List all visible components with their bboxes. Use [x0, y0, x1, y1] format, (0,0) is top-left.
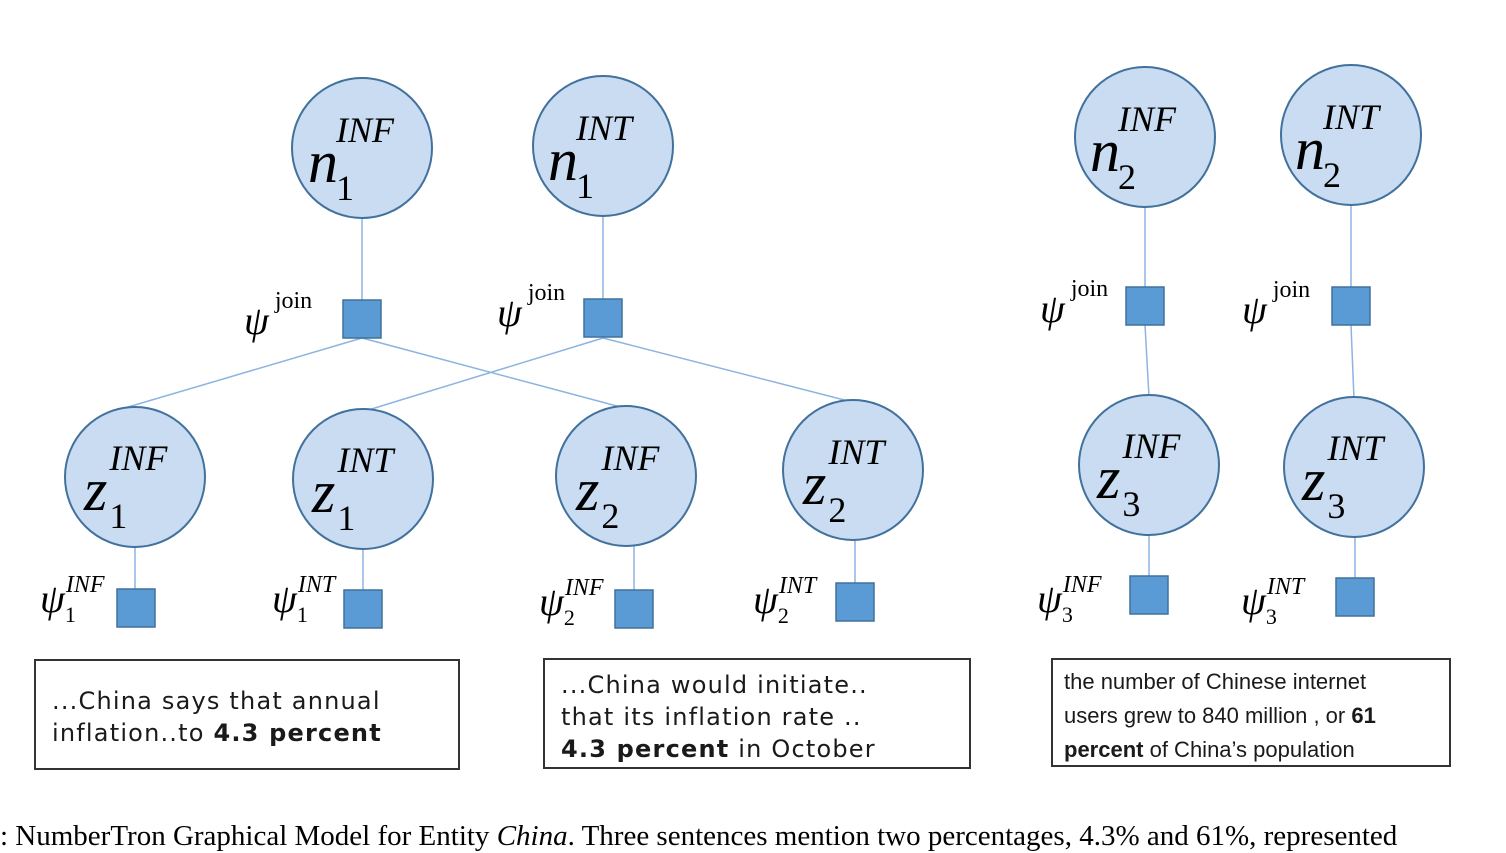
- svg-text:ψ2INT: ψ2INT: [753, 573, 818, 628]
- factor-psi1-int: ψ1INT: [272, 572, 383, 629]
- sentence-2-line-3: in October: [729, 735, 876, 763]
- sentence-3-line-3: of China’s population: [1143, 737, 1355, 762]
- sentence-2-line-1: ...China would initiate..: [561, 671, 868, 699]
- node-n2-inf: n2INF: [1074, 66, 1216, 208]
- edge-join4-z3int: [1350, 324, 1355, 400]
- svg-text:z3INF: z3INF: [1096, 426, 1181, 524]
- sentence-1-line-1: ...China says that annual: [52, 687, 381, 715]
- node-z1-int: z1INT: [292, 408, 434, 550]
- svg-text:n2INT: n2INT: [1295, 97, 1382, 195]
- edge-join2-z1int: [364, 337, 604, 412]
- svg-text:z2INT: z2INT: [802, 432, 887, 530]
- svg-text:ψ3INT: ψ3INT: [1241, 574, 1306, 629]
- caption-entity: China: [496, 820, 568, 852]
- edges: [117, 204, 1356, 590]
- figure-caption: : NumberTron Graphical Model for Entity …: [0, 820, 1506, 853]
- caption-suffix: . Three sentences mention two percentage…: [567, 820, 1398, 852]
- node-n1-inf: n1INF: [291, 77, 433, 219]
- factor-psi2-inf: ψ2INF: [539, 575, 654, 630]
- sentence-box-1: ...China says that annual inflation..to …: [34, 659, 460, 770]
- edge-join1-z2inf: [361, 337, 629, 410]
- node-z1-inf: z1INF: [64, 406, 206, 548]
- svg-text:n1INT: n1INT: [548, 108, 635, 206]
- factor-psi2-int: ψ2INT: [753, 573, 875, 628]
- edge-join1-z1inf: [117, 337, 363, 411]
- factor-psi3-int: ψ3INT: [1241, 574, 1375, 629]
- node-z2-inf: z2INF: [555, 405, 697, 547]
- sentence-2-number: 4.3 percent: [561, 735, 730, 763]
- svg-text:z1INF: z1INF: [83, 438, 168, 536]
- svg-text:n2INF: n2INF: [1090, 99, 1177, 197]
- factor-psi3-inf: ψ3INF: [1037, 572, 1169, 627]
- svg-text:z1INT: z1INT: [311, 440, 396, 538]
- svg-text:ψ2INF: ψ2INF: [539, 575, 604, 630]
- sentence-box-3: the number of Chinese internet users gre…: [1051, 658, 1451, 767]
- sentence-3-line-2: users grew to 840 million , or: [1064, 703, 1352, 728]
- sentence-3-number: 61: [1351, 703, 1376, 728]
- svg-text:n1INF: n1INF: [308, 110, 395, 208]
- sentence-1-number: 4.3 percent: [213, 719, 382, 747]
- sentence-2-line-2: that its inflation rate ..: [561, 703, 862, 731]
- node-z2-int: z2INT: [782, 399, 924, 541]
- sentence-3-line-1: the number of Chinese internet: [1064, 669, 1367, 694]
- svg-text:ψ1INT: ψ1INT: [272, 572, 337, 627]
- node-z3-int: z3INT: [1283, 396, 1425, 538]
- sentence-1-line-2: inflation..to: [52, 719, 214, 747]
- node-z3-inf: z3INF: [1078, 394, 1220, 536]
- factor-psi1-inf: ψ1INF: [40, 572, 156, 628]
- svg-text:ψ1INF: ψ1INF: [40, 572, 105, 627]
- edge-join2-z2int: [602, 337, 857, 404]
- svg-text:ψ3INF: ψ3INF: [1037, 572, 1102, 627]
- node-n1-int: n1INT: [532, 75, 674, 217]
- caption-prefix: : NumberTron Graphical Model for Entity: [0, 820, 497, 852]
- node-n2-int: n2INT: [1280, 64, 1422, 206]
- svg-text:z3INT: z3INT: [1301, 428, 1386, 526]
- svg-text:z2INF: z2INF: [575, 438, 660, 536]
- edge-join3-z3inf: [1144, 324, 1150, 398]
- sentence-box-2: ...China would initiate.. that its infla…: [543, 658, 971, 769]
- sentence-3-unit: percent: [1064, 737, 1144, 762]
